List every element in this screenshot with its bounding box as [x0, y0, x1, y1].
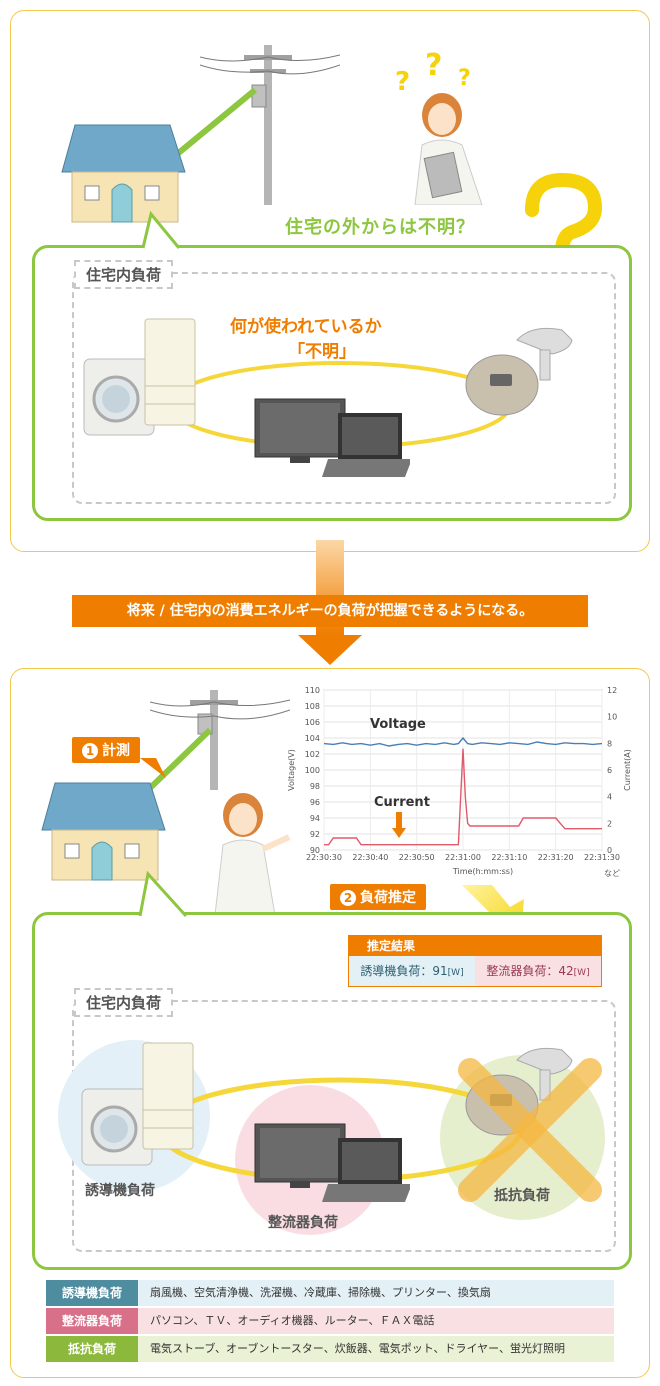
x-tick-label: 22:30:50	[399, 853, 435, 862]
callout-pointer	[141, 210, 181, 250]
y-right-tick-label: 8	[607, 739, 612, 748]
y-tick-label: 100	[305, 766, 320, 775]
result-box: 推定結果 誘導機負荷：91[W] 整流器負荷：42[W]	[348, 935, 602, 987]
result-inductive: 誘導機負荷：91[W]	[349, 956, 475, 986]
y-right-tick-label: 12	[607, 686, 617, 695]
connection-line-2	[145, 727, 213, 793]
y-right-tick-label: 2	[607, 819, 612, 828]
series-line-current	[324, 748, 602, 846]
result-rectifier: 整流器負荷：42[W]	[475, 956, 601, 986]
inside-load-label: 住宅内負荷	[74, 260, 174, 289]
woman-confused-illustration: ? ? ?	[395, 48, 483, 205]
legend-row-rectifier: 整流器負荷 パソコン、ＴＶ、オーディオ機器、ルーター、ＦＡＸ電話	[46, 1308, 614, 1334]
refrigerator-icon	[144, 318, 196, 426]
rectifier-group-label: 整流器負荷	[268, 1215, 338, 1231]
inductive-group-label: 誘導機負荷	[85, 1183, 155, 1199]
legend-val-rectifier: パソコン、ＴＶ、オーディオ機器、ルーター、ＦＡＸ電話	[150, 1314, 435, 1327]
inside-dash-frame	[72, 272, 616, 504]
svg-text:?: ?	[458, 66, 471, 91]
legend-val-inductive: 扇風機、空気清浄機、洗濯機、冷蔵庫、掃除機、プリンター、換気扇	[150, 1286, 491, 1299]
y-tick-label: 98	[310, 782, 320, 791]
refrigerator-icon-2	[142, 1042, 194, 1150]
voltage-current-chart: 90 92 94 96 98 100 102 104 106 108 110 0 2 4 6 8 10 12 22:…	[287, 686, 632, 878]
utility-pole-illustration	[200, 45, 340, 205]
estimate-label: 負荷推定	[360, 890, 416, 906]
x-tick-label: 22:31:10	[491, 853, 527, 862]
current-pointer-arrow	[392, 812, 406, 838]
current-series-label: Current	[374, 795, 430, 810]
washing-machine-icon-2	[81, 1088, 153, 1166]
y-tick-label: 110	[305, 686, 320, 695]
svg-text:?: ?	[425, 48, 442, 83]
tv-laptop-icon	[254, 398, 410, 477]
resistive-group-label: 抵抗負荷	[494, 1188, 550, 1204]
inside-load-label-2: 住宅内負荷	[74, 988, 174, 1017]
rice-cooker-dryer-icon	[465, 327, 573, 416]
x-axis-label: Time(h:mm:ss)	[452, 867, 513, 876]
y-right-tick-label: 0	[607, 846, 612, 855]
y-right-tick-label: 10	[607, 713, 617, 722]
y-right-tick-label: 4	[607, 793, 612, 802]
legend-key-rectifier: 整流器負荷	[46, 1308, 138, 1334]
series-line-voltage	[323, 736, 603, 747]
nado-label: など	[604, 869, 620, 878]
y-tick-label: 106	[305, 718, 320, 727]
y-right-tick-label: 6	[607, 766, 612, 775]
house-icon-2	[41, 782, 166, 881]
y-tick-label: 90	[310, 846, 320, 855]
x-tick-label: 22:31:30	[584, 853, 620, 862]
callout-pointer-2	[138, 870, 188, 918]
measure-label: 計測	[102, 743, 130, 759]
unknown-line2: 「不明」	[288, 342, 356, 362]
result-inductive-unit: [W]	[447, 968, 464, 978]
measure-tag-pointer	[140, 758, 166, 778]
y-tick-label: 92	[310, 830, 320, 839]
voltage-series-label: Voltage	[370, 717, 426, 732]
legend-key-resistive: 抵抗負荷	[46, 1336, 138, 1362]
legend-row-inductive: 誘導機負荷 扇風機、空気清浄機、洗濯機、冷蔵庫、掃除機、プリンター、換気扇	[46, 1280, 614, 1306]
outside-unknown-text: 住宅の外からは不明？	[285, 217, 475, 238]
x-tick-label: 22:30:30	[306, 853, 342, 862]
result-inductive-value: 誘導機負荷：91	[360, 964, 448, 978]
woman-pointing-illustration	[214, 793, 291, 915]
legend-key-inductive: 誘導機負荷	[46, 1280, 138, 1306]
x-tick-label: 22:31:20	[538, 853, 574, 862]
result-values: 誘導機負荷：91[W] 整流器負荷：42[W]	[349, 956, 601, 986]
legend-val-resistive: 電気ストーブ、オーブントースター、炊飯器、電気ポット、ドライヤー、蛍光灯照明	[150, 1342, 566, 1355]
result-title: 推定結果	[349, 936, 601, 956]
future-banner: 将来 / 住宅内の消費エネルギーの負荷が把握できるようになる。	[72, 595, 588, 627]
tv-laptop-icon-2	[254, 1123, 410, 1202]
result-rectifier-value: 整流器負荷：42	[486, 964, 574, 978]
y-tick-label: 102	[305, 750, 320, 759]
y-axis-label: Voltage(V)	[287, 749, 296, 791]
house-icon	[61, 124, 186, 223]
measure-number: 1	[82, 743, 98, 759]
y-tick-label: 104	[305, 734, 320, 743]
y-tick-label: 96	[310, 798, 320, 807]
y-tick-label: 94	[310, 814, 320, 823]
y-right-axis-label: Current(A)	[623, 749, 632, 791]
y-tick-label: 108	[305, 702, 320, 711]
unknown-line1: 何が使われているか	[230, 317, 382, 337]
legend-row-resistive: 抵抗負荷 電気ストーブ、オーブントースター、炊飯器、電気ポット、ドライヤー、蛍光…	[46, 1336, 614, 1362]
x-tick-label: 22:30:40	[352, 853, 388, 862]
x-tick-label: 22:31:00	[445, 853, 481, 862]
connection-line	[168, 87, 257, 163]
estimate-number: 2	[340, 890, 356, 906]
result-rectifier-unit: [W]	[573, 968, 590, 978]
cross-mark-icon	[458, 1058, 602, 1202]
svg-text:?: ?	[395, 67, 410, 97]
